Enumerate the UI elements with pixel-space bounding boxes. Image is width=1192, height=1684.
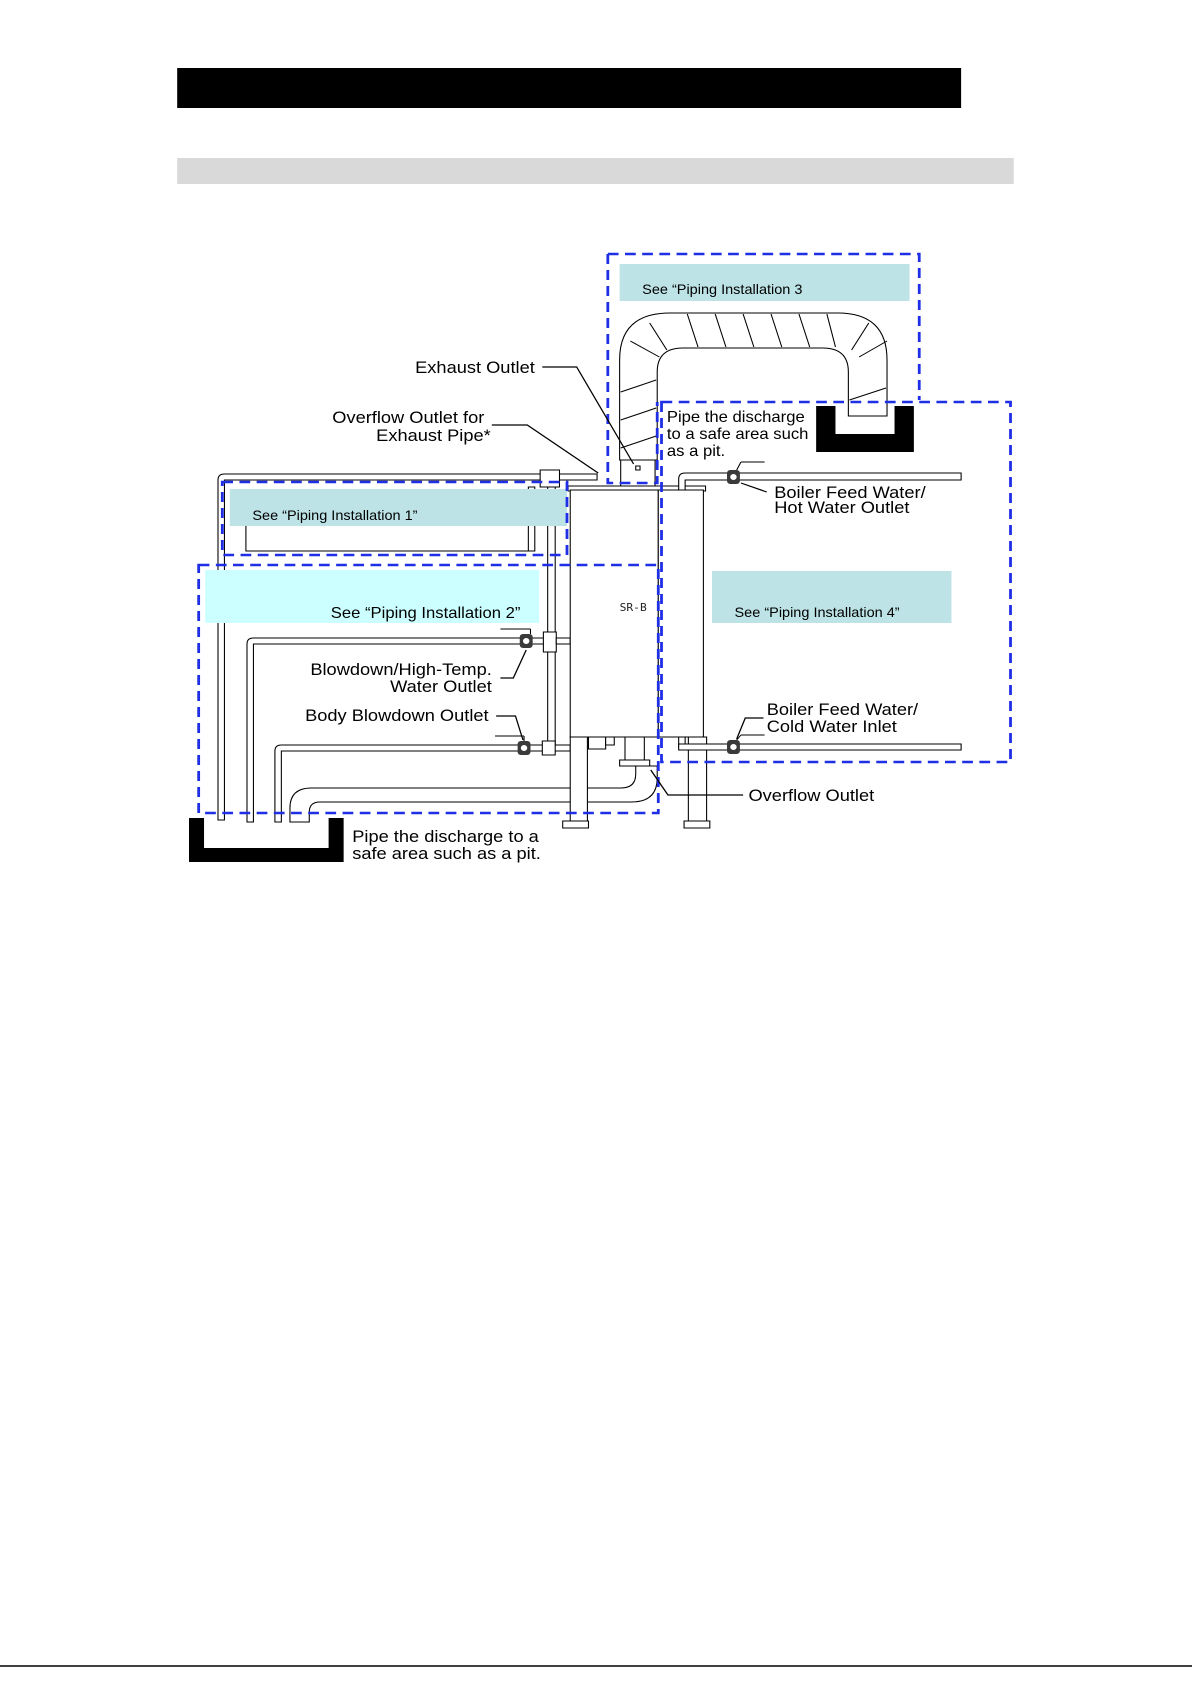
exhaust-overflow-pipe <box>217 473 598 821</box>
bottom-fitting-small <box>605 736 615 746</box>
label-pit-left-line1: Pipe the discharge to a <box>352 827 539 846</box>
callout-label: See “Piping Installation 1” <box>252 507 417 522</box>
label-cold-water-line1: Boiler Feed Water/ <box>767 700 918 719</box>
label-overflow-outlet: Overflow Outlet <box>748 786 874 805</box>
boiler-body <box>569 489 659 738</box>
valve-cold-water <box>727 734 765 754</box>
pipe-tee-bottom <box>541 740 556 756</box>
leader-overflow-exhaust <box>491 424 599 474</box>
overflow-port-mark <box>635 465 641 471</box>
pipe-tee-middle <box>542 631 557 653</box>
leader-blowdown <box>500 649 527 679</box>
label-hot-water-line2: Hot Water Outlet <box>774 498 909 517</box>
valve-hot-water <box>727 461 765 484</box>
box1-pipe-run <box>245 526 529 552</box>
duct-hatching <box>620 313 888 449</box>
callout-box <box>711 571 952 623</box>
feed-unit-body <box>657 489 704 738</box>
piping-diagram: SR-B <box>189 252 1012 863</box>
model-label: SR-B <box>620 601 648 614</box>
callout-piping-1: See “Piping Installation 1” <box>229 489 568 526</box>
pipe-tee-top <box>539 469 561 488</box>
callout-label: See “Piping Installation 4” <box>735 604 900 619</box>
pit-right <box>816 406 914 452</box>
bottom-fitting <box>587 736 607 750</box>
callout-box <box>229 489 568 526</box>
section-bar <box>177 158 1014 184</box>
label-blowdown-line1: Blowdown/High-Temp. <box>310 660 491 679</box>
label-overflow-exhaust-line1: Overflow Outlet for <box>332 408 484 427</box>
cold-water-inlet-pipe <box>678 743 962 751</box>
label-hot-water-line1: Boiler Feed Water/ <box>774 483 925 502</box>
callout-piping-2: See “Piping Installation 2” <box>205 570 540 623</box>
leader-overflow-outlet <box>650 769 744 796</box>
callout-piping-3: See “Piping Installation 3 <box>619 264 910 301</box>
callout-piping-4: See “Piping Installation 4” <box>711 571 952 623</box>
label-body-blowdown: Body Blowdown Outlet <box>305 706 489 725</box>
region-piping-1-outline <box>220 480 569 557</box>
leader-hot-water-outlet <box>740 482 767 493</box>
header-bar <box>177 68 962 108</box>
leader-body-blowdown <box>496 715 524 741</box>
leader-exhaust-outlet <box>542 366 635 465</box>
left-leg <box>569 736 588 823</box>
exhaust-duct <box>619 312 888 489</box>
callout-label: See “Piping Installation 2” <box>331 605 521 622</box>
valve-body-blowdown <box>495 735 531 755</box>
region-piping-4-outline <box>660 400 1012 764</box>
boiler-drain <box>624 736 645 762</box>
callout-box <box>205 570 540 623</box>
left-foot <box>562 820 590 829</box>
callout-label: See “Piping Installation 3 <box>642 281 803 296</box>
label-pit-left-line2: safe area such as a pit. <box>352 844 541 863</box>
valve-blowdown <box>500 628 533 648</box>
blowdown-connector <box>555 637 571 645</box>
label-pit-right-line3: as a pit. <box>667 443 725 460</box>
label-exhaust-outlet: Exhaust Outlet <box>415 358 535 377</box>
pit-left <box>189 818 344 862</box>
hot-water-outlet-pipe <box>678 472 962 491</box>
leader-cold-water-inlet <box>736 717 764 740</box>
label-pit-right-line1: Pipe the discharge <box>667 409 805 426</box>
blowdown-pipe <box>246 637 547 823</box>
drain-flange <box>619 759 651 767</box>
right-foot <box>683 820 711 829</box>
body-blowdown-pipe <box>274 744 571 823</box>
label-overflow-exhaust-line2: Exhaust Pipe* <box>376 426 491 445</box>
region-piping-3-outline <box>606 252 921 485</box>
label-blowdown-line2: Water Outlet <box>390 677 492 696</box>
label-pit-right-line2: to a safe area such <box>667 426 809 443</box>
label-cold-water-line2: Cold Water Inlet <box>767 717 897 736</box>
callout-box <box>619 264 910 301</box>
region-piping-2-outline <box>197 563 660 815</box>
